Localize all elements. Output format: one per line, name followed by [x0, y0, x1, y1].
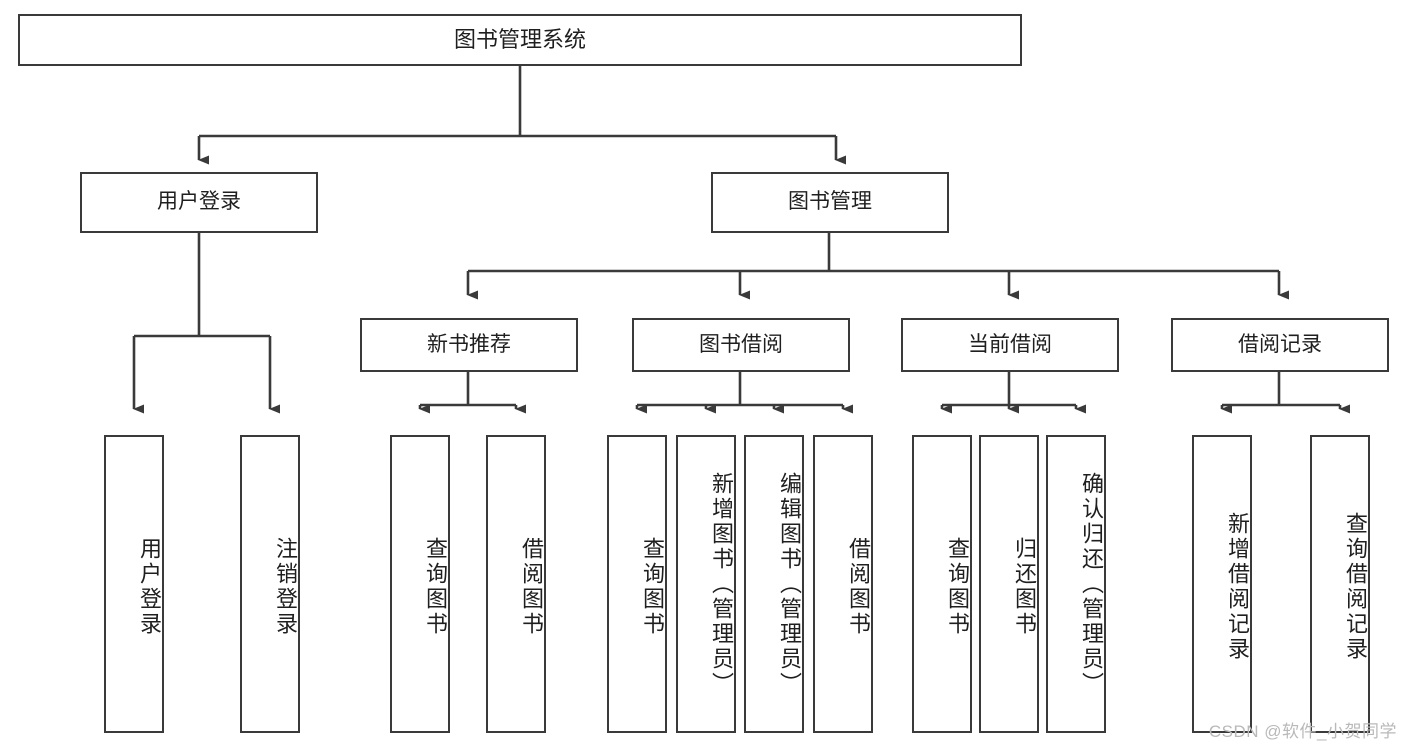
leaf-book-borrow-add[interactable]: 新增图书（管理员） — [676, 435, 736, 733]
node-label: 图书管理系统 — [453, 27, 586, 53]
node-label: 查询借阅记录 — [1343, 512, 1368, 662]
node-label: 归还图书 — [1012, 537, 1037, 637]
leaf-book-borrow-borrow[interactable]: 借阅图书 — [813, 435, 873, 733]
leaf-new-book-borrow[interactable]: 借阅图书 — [486, 435, 546, 733]
node-label: 查询图书 — [640, 537, 665, 637]
node-book-borrow[interactable]: 图书借阅 — [632, 318, 850, 372]
node-label: 用户登录 — [157, 190, 241, 214]
node-label: 新书推荐 — [427, 332, 511, 356]
leaf-borrow-record-add[interactable]: 新增借阅记录 — [1192, 435, 1252, 733]
watermark-csdn: CSDN @软件_小贺同学 — [1208, 722, 1397, 741]
node-label: 编辑图书（管理员） — [777, 471, 802, 697]
node-label: 借阅图书 — [846, 537, 871, 637]
node-label: 新增借阅记录 — [1225, 512, 1250, 662]
node-current-borrow[interactable]: 当前借阅 — [901, 318, 1119, 372]
node-label: 新增图书（管理员） — [709, 471, 734, 697]
node-label: 借阅记录 — [1238, 332, 1322, 356]
node-label: 图书管理 — [788, 190, 872, 214]
node-label: 注销登录 — [273, 537, 298, 637]
node-label: 确认归还（管理员） — [1079, 471, 1104, 697]
leaf-new-book-query[interactable]: 查询图书 — [390, 435, 450, 733]
node-new-book-recommend[interactable]: 新书推荐 — [360, 318, 578, 372]
node-label: 当前借阅 — [968, 332, 1052, 356]
leaf-user-login-signout[interactable]: 注销登录 — [240, 435, 300, 733]
node-label: 图书借阅 — [699, 332, 783, 356]
node-label: 查询图书 — [945, 537, 970, 637]
node-label: 查询图书 — [423, 537, 448, 637]
node-user-login[interactable]: 用户登录 — [80, 172, 318, 233]
node-label: 用户登录 — [137, 537, 162, 637]
leaf-user-login-signin[interactable]: 用户登录 — [104, 435, 164, 733]
node-borrow-record[interactable]: 借阅记录 — [1171, 318, 1389, 372]
node-root-book-management-system[interactable]: 图书管理系统 — [18, 14, 1022, 66]
leaf-book-borrow-edit[interactable]: 编辑图书（管理员） — [744, 435, 804, 733]
leaf-borrow-record-query[interactable]: 查询借阅记录 — [1310, 435, 1370, 733]
leaf-book-borrow-query[interactable]: 查询图书 — [607, 435, 667, 733]
node-label: 借阅图书 — [519, 537, 544, 637]
leaf-current-borrow-confirm-return[interactable]: 确认归还（管理员） — [1046, 435, 1106, 733]
node-book-management[interactable]: 图书管理 — [711, 172, 949, 233]
leaf-current-borrow-return[interactable]: 归还图书 — [979, 435, 1039, 733]
leaf-current-borrow-query[interactable]: 查询图书 — [912, 435, 972, 733]
